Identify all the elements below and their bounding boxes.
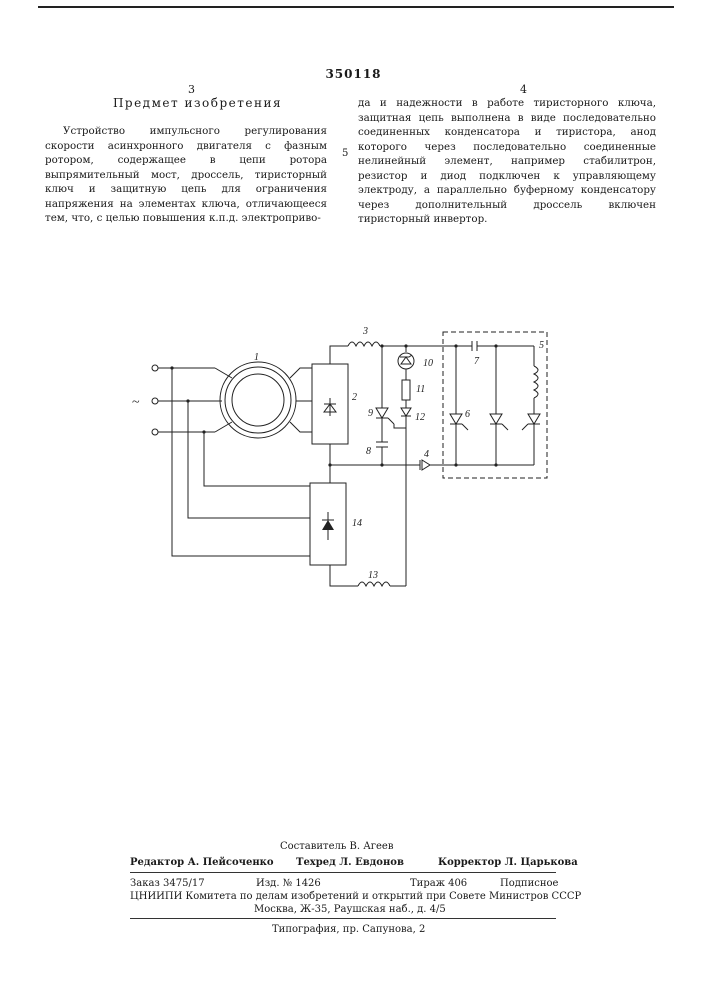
diode-12 — [401, 408, 411, 416]
inverter-5: 5 7 6 — [443, 332, 547, 478]
ac-symbol: ~ — [132, 395, 140, 410]
label-thyristor-6: 6 — [465, 409, 470, 420]
rectifier-14: 14 — [310, 483, 362, 565]
footer-corrector: Корректор Л. Царькова — [438, 856, 578, 869]
terminal-3 — [152, 429, 158, 435]
diode-4 — [422, 460, 430, 470]
footer-print-run: Тираж 406 — [410, 877, 467, 890]
footer-order: Заказ 3475/17 — [130, 877, 205, 890]
margin-line-number: 5 — [342, 148, 348, 159]
right-paragraph: да и надежности в работе тиристорного кл… — [358, 96, 656, 227]
patent-number: 350118 — [0, 67, 707, 81]
left-paragraph: Устройство импульсного регулирования ско… — [45, 124, 327, 226]
label-diode-12: 12 — [415, 412, 425, 423]
footer-subscription: Подписное — [500, 877, 558, 890]
footer-institute: ЦНИИПИ Комитета по делам изобретений и о… — [130, 890, 556, 903]
label-motor: 1 — [254, 352, 259, 363]
label-resistor: 11 — [416, 384, 425, 395]
section-title: Предмет изобретения — [90, 96, 305, 110]
label-capacitor-8: 8 — [366, 446, 371, 457]
label-inverter: 5 — [539, 340, 544, 351]
label-zener: 10 — [423, 358, 433, 369]
footer-techred: Техред Л. Евдонов — [296, 856, 404, 869]
thyristor-9 — [376, 408, 388, 418]
column-number-left: 3 — [188, 83, 195, 96]
footer-address: Москва, Ж-35, Раушская наб., д. 4/5 — [254, 903, 446, 916]
left-column-text: Устройство импульсного регулирования ско… — [45, 124, 327, 226]
footer-printing-house: Типография, пр. Сапунова, 2 — [272, 923, 425, 936]
footer-editor: Редактор А. Пейсоченко — [130, 856, 274, 869]
terminal-1 — [152, 365, 158, 371]
bridge-rectifier: 2 — [312, 364, 357, 444]
label-choke-13: 13 — [368, 570, 378, 581]
footer-rule — [130, 872, 556, 873]
label-rectifier: 14 — [352, 518, 362, 529]
right-column-text: да и надежности в работе тиристорного кл… — [358, 96, 656, 227]
circuit-diagram: ~ 1 2 3 — [0, 320, 707, 600]
label-diode: 4 — [424, 449, 429, 460]
motor-stator: 1 — [215, 352, 312, 438]
label-choke: 3 — [362, 326, 368, 337]
label-thyristor-9: 9 — [368, 408, 373, 419]
resistor-11 — [402, 380, 410, 400]
label-capacitor-7: 7 — [474, 356, 480, 367]
thyristor-6 — [450, 414, 462, 424]
terminal-2 — [152, 398, 158, 404]
choke-13 — [358, 582, 390, 586]
label-bridge: 2 — [352, 392, 357, 403]
footer-compiler: Составитель В. Агеев — [280, 840, 393, 853]
footer-rule-2 — [130, 918, 556, 919]
column-number-right: 4 — [520, 83, 527, 96]
choke-3 — [348, 342, 380, 346]
top-rule — [38, 6, 674, 8]
footer-edition: Изд. № 1426 — [256, 877, 321, 890]
